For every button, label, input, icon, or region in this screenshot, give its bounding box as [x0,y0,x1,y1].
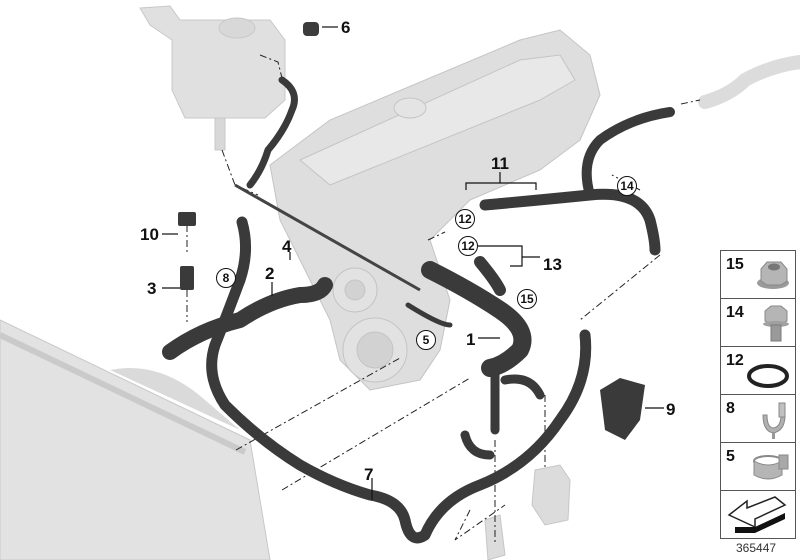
callout-2: 2 [265,264,275,283]
legend-item-5: 5 [720,442,796,490]
water-valve-ghost [484,464,571,560]
legend-item-12: 12 [720,346,796,394]
callout-8: 8 [216,268,236,288]
legend-number: 8 [726,400,735,417]
legend-number: 12 [726,352,744,369]
coolant-hoses [162,76,675,544]
hose-clamp-icon [753,454,789,480]
o-ring-icon [747,364,789,388]
legend-item-8: 8 [720,394,796,442]
part-3-sensor [180,266,194,290]
callout-15: 15 [517,289,537,309]
callout-9: 9 [666,400,676,419]
legend-item-15: 15 [720,250,796,298]
part-10-sensor [178,212,196,226]
callout-14: 14 [617,176,637,196]
expansion-tank-ghost [139,5,286,151]
direction-arrow-icon [727,496,787,533]
engine-block-ghost [269,29,601,391]
legend-number: 14 [726,304,744,321]
callout-10: 10 [140,225,159,244]
callout-7: 7 [364,465,374,484]
callout-12-upper: 12 [455,209,475,229]
callout-4: 4 [282,237,292,256]
pipe-4 [234,183,421,292]
legend-item-14: 14 [720,298,796,346]
part-9-bracket [600,378,645,440]
callout-1: 1 [466,330,476,349]
callout-6: 6 [341,18,351,37]
image-number: 365447 [736,541,777,555]
hex-bolt-icon [763,305,789,342]
parts-legend: 15 14 12 8 5 [720,250,796,539]
heater-pipe-ghost [698,55,800,109]
hex-nut-icon [757,261,789,289]
callout-11: 11 [491,154,509,173]
callout-leaders [162,26,664,500]
legend-number: 15 [726,256,744,273]
callout-5: 5 [416,330,436,350]
hose-clip-icon [762,402,786,439]
part-6-cap [303,22,319,36]
callout-3: 3 [147,279,157,298]
radiator-ghost [0,319,271,560]
legend-item-arrow [720,490,796,539]
legend-number: 5 [726,448,735,465]
callout-12-lower: 12 [458,236,478,256]
callout-13: 13 [543,255,562,274]
